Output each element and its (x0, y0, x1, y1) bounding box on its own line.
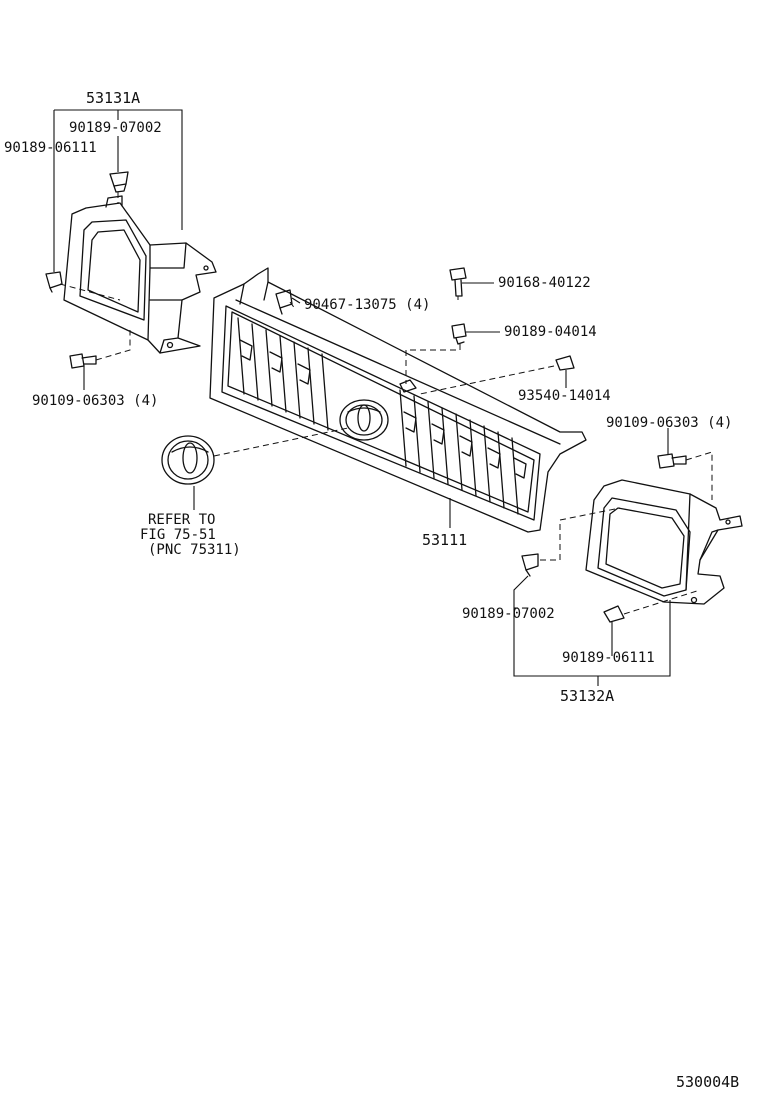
right-clip-side-icon (604, 606, 624, 622)
label-refer-line3: (PNC 75311) (148, 542, 241, 558)
left-screw-icon (70, 354, 96, 368)
right-headlamp-bracket (586, 480, 742, 604)
top-nut-icon (452, 324, 466, 344)
right-screw-icon (658, 454, 686, 468)
label-left-screw: 90109-06303 (4) (32, 393, 159, 409)
label-top-bolt: 90168-40122 (498, 275, 591, 291)
label-top-nut: 90189-04014 (504, 324, 597, 340)
label-left-clip-side: 90189-06111 (4, 140, 97, 156)
grille-louvers (238, 318, 526, 514)
left-clip-top-icon (110, 172, 128, 192)
left-headlamp-bracket (64, 196, 216, 353)
emblem-icon (162, 436, 214, 484)
label-right-clip-side: 90189-06111 (562, 650, 655, 666)
label-left-clip-top: 90189-07002 (69, 120, 162, 136)
top-bolt-icon (450, 268, 466, 296)
label-assembly-left: 53131A (86, 89, 141, 107)
leader-lines (54, 110, 670, 686)
label-refer-line2: FIG 75-51 (140, 527, 216, 543)
left-clip-side-icon (46, 272, 62, 292)
label-right-small-screw: 93540-14014 (518, 388, 611, 404)
label-grille: 53111 (422, 531, 468, 549)
label-right-screw: 90109-06303 (4) (606, 415, 733, 431)
figure-code: 530004B (676, 1073, 740, 1091)
right-small-screw-icon (556, 356, 574, 370)
radiator-grille (210, 268, 586, 532)
label-assembly-right: 53132A (560, 687, 615, 705)
label-grille-clip: 90467-13075 (4) (304, 297, 431, 313)
right-clip-top-icon (522, 554, 538, 576)
guide-lines (60, 192, 712, 614)
label-refer-line1: REFER TO (148, 512, 216, 528)
label-right-clip-top: 90189-07002 (462, 606, 555, 622)
